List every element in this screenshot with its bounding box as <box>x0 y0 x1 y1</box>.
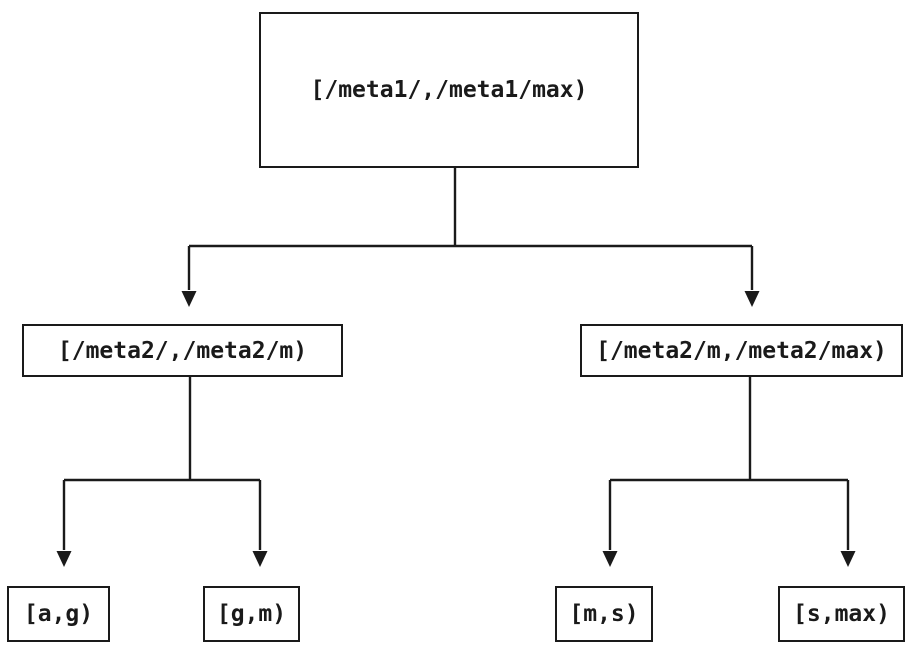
node-label: [m,s) <box>569 601 639 627</box>
node-label: [g,m) <box>216 601 287 627</box>
node-label: [/meta1/,/meta1/max) <box>310 77 588 103</box>
edge-line <box>62 377 262 550</box>
arrow-down-icon <box>840 551 856 567</box>
node-label: [/meta2/m,/meta2/max) <box>596 337 887 364</box>
node-leaf-ag: [a,g) <box>7 586 110 642</box>
node-label: [a,g) <box>23 601 94 627</box>
node-label: [s,max) <box>793 601 890 627</box>
edge-line <box>608 377 850 550</box>
node-leaf-smax: [s,max) <box>778 586 905 642</box>
arrow-down-icon <box>56 551 72 567</box>
node-leaf-gm: [g,m) <box>203 586 300 642</box>
node-label: [/meta2/,/meta2/m) <box>57 337 308 364</box>
node-meta-left: [/meta2/,/meta2/m) <box>22 324 343 377</box>
edge-meta-right-to-leaves <box>602 377 856 567</box>
node-leaf-ms: [m,s) <box>555 586 653 642</box>
arrow-down-icon <box>602 551 618 567</box>
arrow-down-icon <box>252 551 268 567</box>
arrow-down-icon <box>744 291 760 307</box>
edge-meta-left-to-leaves <box>56 377 268 567</box>
edge-line <box>187 168 754 290</box>
node-root: [/meta1/,/meta1/max) <box>259 12 639 168</box>
edge-root-to-meta <box>181 168 760 307</box>
arrow-down-icon <box>181 291 197 307</box>
node-meta-right: [/meta2/m,/meta2/max) <box>580 324 903 377</box>
